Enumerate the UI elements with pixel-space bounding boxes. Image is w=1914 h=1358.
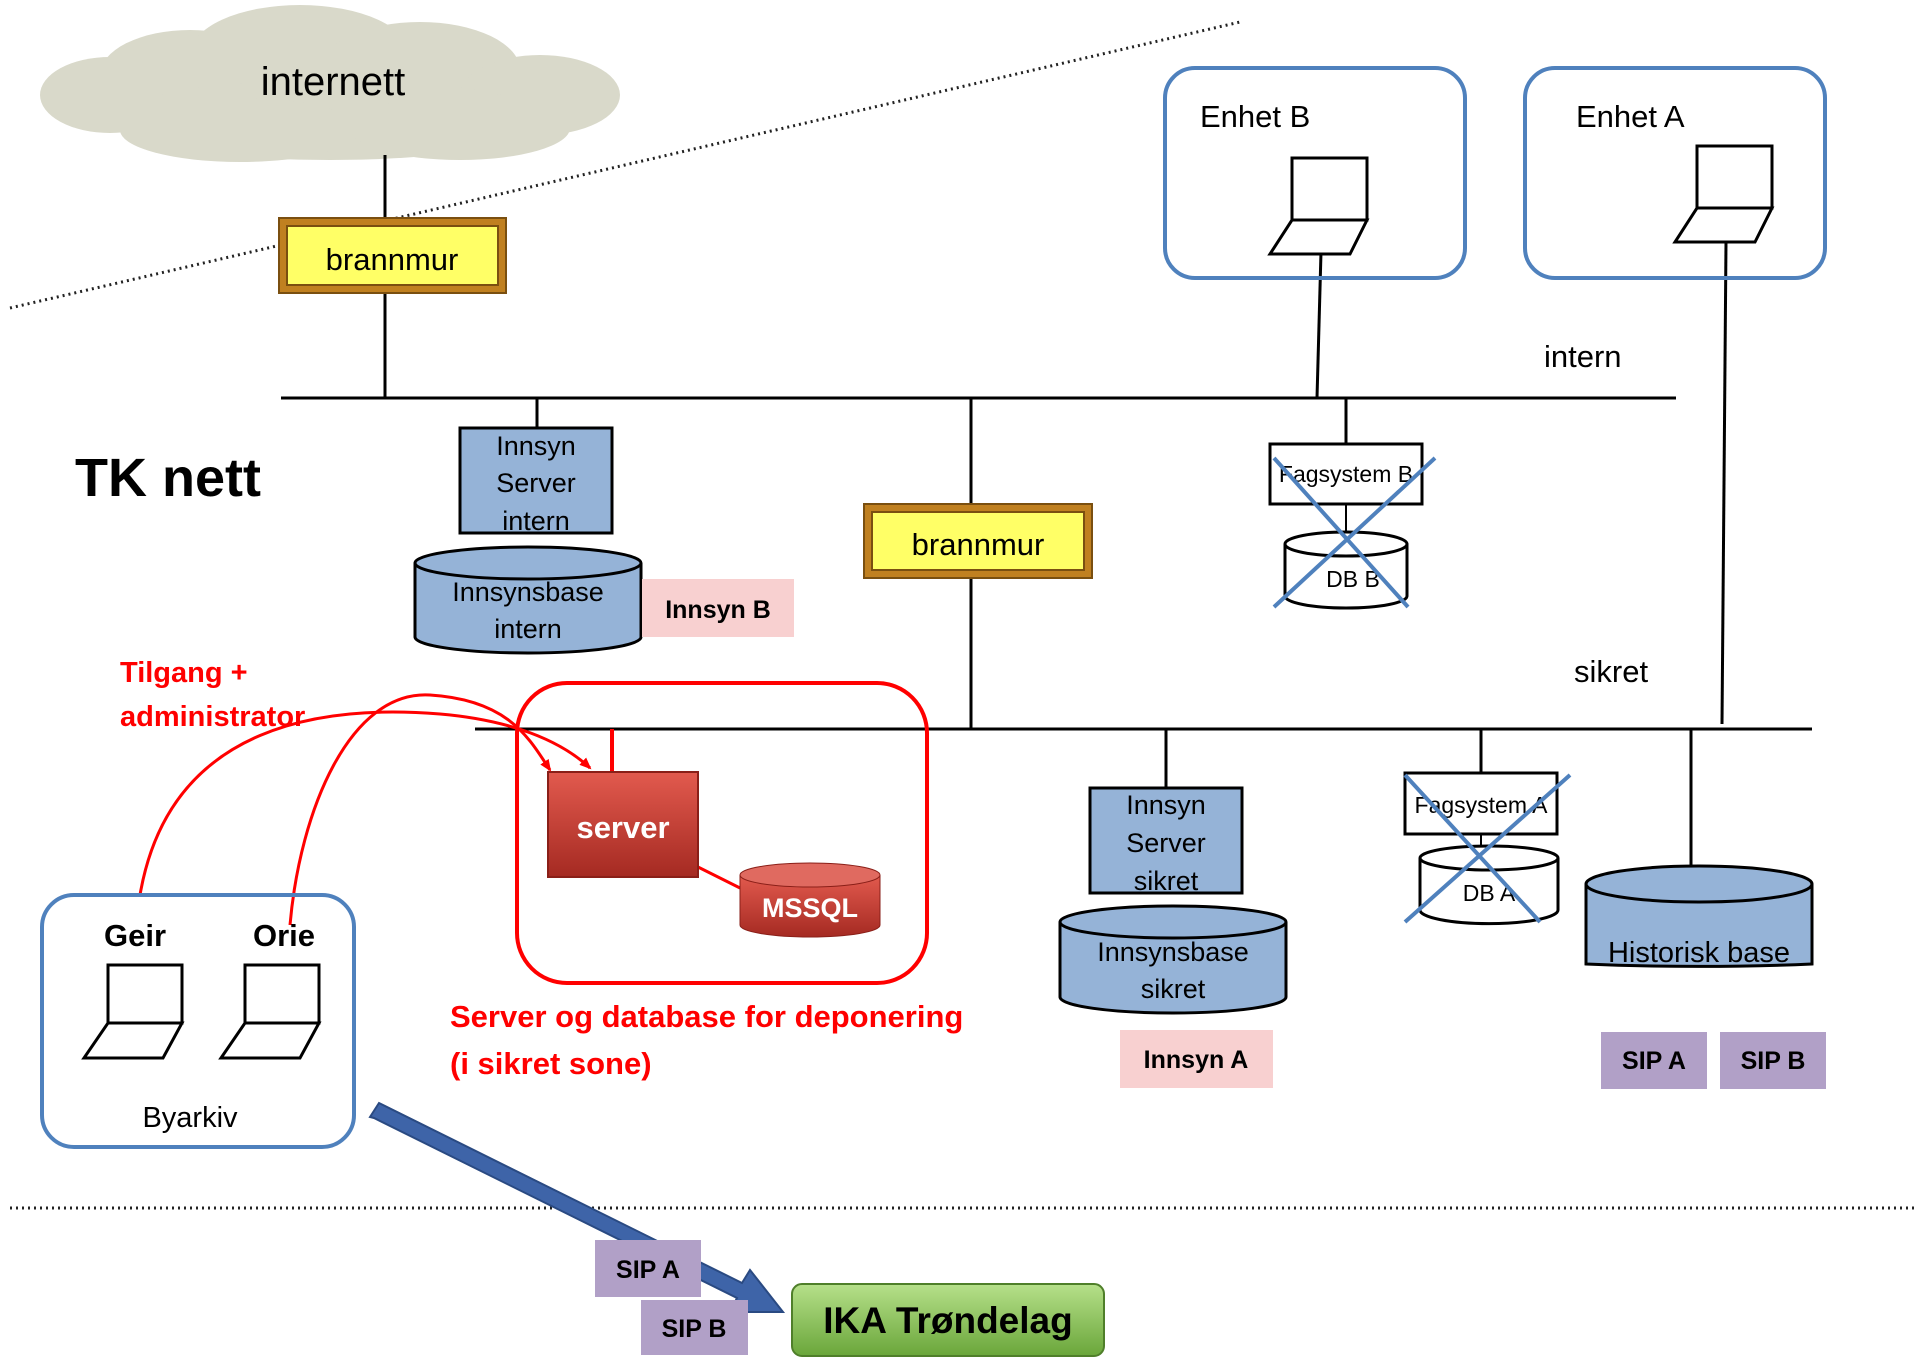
database-innsynsbase-intern-line1: Innsynsbase	[452, 577, 604, 607]
deponering-zone	[515, 681, 929, 985]
server-innsyn-sikret-line3: sikret	[1134, 866, 1199, 896]
database-db-b-label: DB B	[1326, 566, 1380, 592]
deponering-annotation-line2: (i sikret sone)	[450, 1046, 652, 1081]
unit-enhet-a-label: Enhet A	[1576, 99, 1685, 134]
database-innsynsbase-intern-line2: intern	[494, 614, 562, 644]
database-db-a	[1418, 844, 1560, 926]
server-innsyn-intern-line1: Innsyn	[496, 431, 576, 461]
internet-boundary-line	[9, 20, 1241, 310]
unit-enhet-a	[1523, 66, 1827, 280]
firewall-middle-label: brannmur	[912, 527, 1045, 562]
laptop-icon	[218, 963, 322, 1060]
tag-innsyn-b	[642, 579, 794, 637]
tag-sip-a-label: SIP A	[1622, 1047, 1686, 1075]
database-db-a-label: DB A	[1463, 880, 1516, 906]
laptop-icon	[1267, 156, 1370, 256]
database-innsynsbase-sikret	[1058, 904, 1288, 1015]
enheta-to-sikret-line	[1720, 241, 1728, 725]
tag-innsyn-a-label: Innsyn A	[1144, 1046, 1249, 1074]
tag-sip-b-label: SIP B	[662, 1315, 727, 1343]
unit-enhet-b-label: Enhet B	[1200, 99, 1310, 134]
database-innsynsbase-intern	[413, 545, 643, 655]
tag-innsyn-b-label: Innsyn B	[665, 596, 771, 624]
tag-sip-b-label: SIP B	[1741, 1047, 1806, 1075]
access-curve-geir	[138, 710, 592, 896]
server-innsyn-intern-line3: intern	[502, 506, 570, 536]
unit-byarkiv-label: Byarkiv	[142, 1102, 238, 1134]
database-mssql	[739, 862, 881, 938]
laptop-icon	[81, 963, 185, 1060]
removed-cross-icon	[1272, 456, 1437, 609]
page-title: TK nett	[75, 448, 261, 508]
access-curve-orie	[288, 693, 552, 926]
cloud-label: internett	[261, 60, 406, 104]
database-historisk-label: Historisk base	[1608, 937, 1790, 969]
database-mssql-label: MSSQL	[762, 893, 858, 923]
server-innsyn-intern	[458, 426, 614, 535]
access-annotation-line2: administrator	[120, 701, 305, 733]
tag-innsyn-a	[1120, 1030, 1273, 1088]
unit-enhet-b	[1163, 66, 1467, 280]
database-db-b	[1283, 530, 1409, 610]
firewall-top	[278, 217, 507, 294]
destination-ika-label: IKA Trøndelag	[823, 1300, 1072, 1341]
server-deponering	[547, 771, 699, 878]
server-deponering-label: server	[576, 810, 669, 845]
user-geir-label: Geir	[104, 918, 166, 953]
tag-sip-b	[1720, 1032, 1826, 1089]
access-annotation-line1: Tilgang +	[120, 657, 248, 689]
laptop-icon	[1672, 144, 1775, 244]
server-innsyn-sikret	[1088, 786, 1244, 895]
destination-ika	[791, 1283, 1105, 1357]
zone-sikret-label: sikret	[1574, 654, 1648, 689]
database-historisk	[1584, 864, 1814, 968]
user-orie-label: Orie	[253, 918, 315, 953]
server-innsyn-sikret-line1: Innsyn	[1126, 790, 1206, 820]
server-to-mssql-line	[697, 865, 741, 890]
internet-cloud	[40, 5, 620, 162]
server-fagsystem-b-label: Fagsystem B	[1279, 461, 1413, 487]
database-innsynsbase-sikret-line2: sikret	[1141, 974, 1206, 1004]
firewall-middle	[863, 503, 1093, 579]
tag-sip-a	[1601, 1032, 1707, 1089]
server-innsyn-intern-line2: Server	[496, 468, 576, 498]
tag-sip-a	[595, 1240, 701, 1297]
server-innsyn-sikret-line2: Server	[1126, 828, 1206, 858]
zone-intern-label: intern	[1544, 339, 1622, 374]
tag-sip-a-label: SIP A	[616, 1256, 680, 1284]
deponering-annotation-line1: Server og database for deponering	[450, 999, 963, 1034]
removed-cross-icon	[1403, 773, 1572, 924]
unit-byarkiv	[40, 893, 356, 1149]
tag-sip-b	[641, 1300, 748, 1355]
database-innsynsbase-sikret-line1: Innsynsbase	[1097, 937, 1249, 967]
firewall-top-label: brannmur	[326, 242, 459, 277]
enhetb-to-intern-line	[1315, 251, 1323, 399]
